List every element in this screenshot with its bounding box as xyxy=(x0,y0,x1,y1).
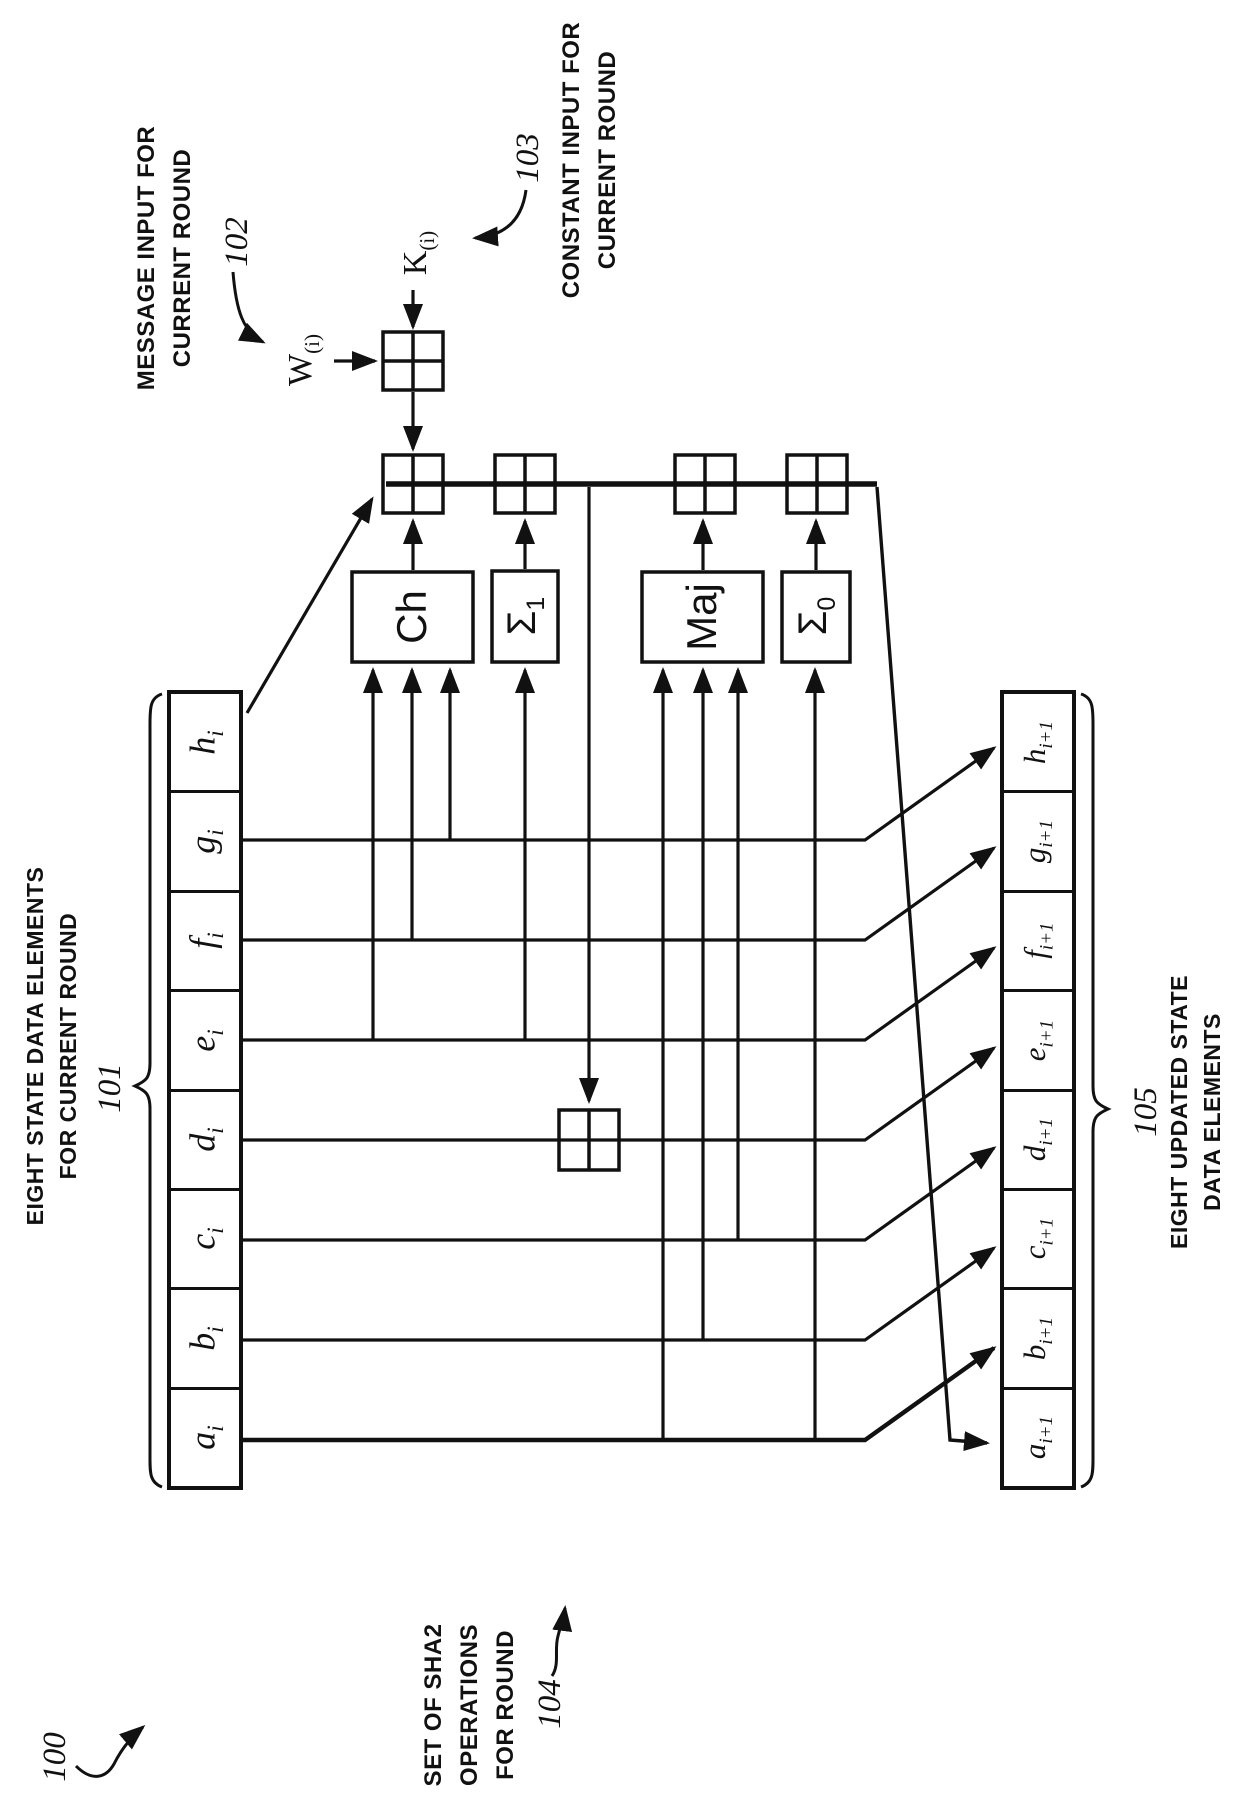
state-cell-f: fi xyxy=(171,889,239,990)
state-label-g: gi xyxy=(182,829,228,854)
adder-middle xyxy=(557,1108,621,1172)
ch-box xyxy=(350,570,475,664)
state-row-lines xyxy=(243,746,997,1443)
ref-102: 102 xyxy=(218,217,255,267)
row-line-g-to-h1 xyxy=(243,746,997,842)
state-label-f: fi xyxy=(182,932,228,950)
ch-label: Ch xyxy=(388,590,435,644)
adder-maj xyxy=(673,453,737,515)
state-label-b: bi xyxy=(182,1326,228,1351)
wk-input-lines xyxy=(334,290,423,452)
constant-input-caption: CONSTANT INPUT FOR CURRENT ROUND xyxy=(558,21,621,299)
row-line-e-to-f1 xyxy=(243,946,997,1042)
state-label-h: hi xyxy=(182,729,228,755)
updated-label-c: ci+1 xyxy=(1017,1218,1058,1260)
w-input-label: W(i) xyxy=(281,334,324,386)
row-line-c-to-d1 xyxy=(243,1146,997,1242)
ref-103: 103 xyxy=(509,133,546,183)
updated-label-h: hi+1 xyxy=(1017,720,1058,764)
row-line-b-to-c1 xyxy=(243,1246,997,1342)
braces xyxy=(131,692,1112,1489)
sigma0-box xyxy=(780,570,852,664)
adder-sigma1 xyxy=(493,453,557,515)
updated-cell-b: bi+1 xyxy=(1004,1287,1072,1387)
state-label-d: di xyxy=(182,1127,228,1152)
updated-label-a: ai+1 xyxy=(1017,1416,1058,1460)
updated-label-d: di+1 xyxy=(1017,1118,1058,1162)
updated-cell-a: ai+1 xyxy=(1004,1386,1072,1486)
h-input-diagonal xyxy=(245,496,374,714)
state-cell-d: di xyxy=(171,1088,239,1188)
updated-cell-g: gi+1 xyxy=(1004,790,1072,890)
sigma1-label: Σ1 xyxy=(499,596,550,636)
row-line-a-to-b1 xyxy=(243,1346,997,1443)
row-line-d-to-e1 xyxy=(243,1046,997,1142)
row-line-f-to-g1 xyxy=(243,846,997,942)
operation-boxes xyxy=(350,569,852,664)
current-state-caption: EIGHT STATE DATA ELEMENTS FOR CURRENT RO… xyxy=(22,866,81,1226)
updated-state-column: hi+1 gi+1 fi+1 ei+1 di+1 ci+1 bi+1 ai+1 xyxy=(1000,690,1076,1490)
state-cell-h: hi xyxy=(171,694,239,791)
updated-cell-f: fi+1 xyxy=(1004,889,1072,990)
ref-104: 104 xyxy=(531,1679,568,1729)
updated-cell-d: di+1 xyxy=(1004,1088,1072,1188)
updated-cell-e: ei+1 xyxy=(1004,989,1072,1089)
leader-103-arrow xyxy=(472,189,528,247)
adder-t1 xyxy=(381,453,445,515)
leader-102-arrow xyxy=(231,271,266,344)
message-input-caption: MESSAGE INPUT FOR CURRENT ROUND xyxy=(133,125,196,391)
state-cell-g: gi xyxy=(171,790,239,890)
adder-wk xyxy=(381,330,445,392)
maj-label: Maj xyxy=(678,583,725,651)
sha2-operations-caption: SET OF SHA2 OPERATIONS FOR ROUND xyxy=(420,1623,519,1787)
current-state-column: hi gi fi ei di ci bi ai xyxy=(167,690,243,1490)
leader-100-arrow xyxy=(74,1725,146,1778)
ref-101: 101 xyxy=(91,1063,128,1113)
ref-100: 100 xyxy=(36,1732,73,1782)
updated-label-g: gi+1 xyxy=(1017,820,1058,864)
state-label-a: ai xyxy=(182,1425,228,1451)
right-brace xyxy=(1080,692,1112,1489)
updated-label-b: bi+1 xyxy=(1017,1316,1058,1360)
operation-input-lines xyxy=(363,667,825,1440)
updated-cell-h: hi+1 xyxy=(1004,694,1072,791)
sigma1-box xyxy=(490,569,560,664)
left-brace xyxy=(131,692,163,1489)
state-label-c: ci xyxy=(182,1227,228,1251)
adder-sigma0 xyxy=(785,453,849,515)
state-cell-a: ai xyxy=(171,1386,239,1486)
leader-lines xyxy=(74,189,573,1778)
state-cell-c: ci xyxy=(171,1187,239,1288)
maj-box xyxy=(640,570,765,664)
adder-symbols xyxy=(381,330,849,1172)
updated-state-caption: EIGHT UPDATED STATE DATA ELEMENTS xyxy=(1166,975,1225,1249)
k-input-label: K(i) xyxy=(396,230,439,276)
state-cell-b: bi xyxy=(171,1287,239,1387)
state-cell-e: ei xyxy=(171,989,239,1089)
operation-output-lines xyxy=(403,518,826,570)
ref-105: 105 xyxy=(1127,1087,1164,1137)
leader-104-arrow xyxy=(550,1605,573,1677)
updated-cell-c: ci+1 xyxy=(1004,1187,1072,1288)
updated-label-f: fi+1 xyxy=(1017,922,1058,960)
sigma0-label: Σ0 xyxy=(790,596,841,636)
t2-diagonal-to-a1 xyxy=(875,486,990,1452)
updated-label-e: ei+1 xyxy=(1017,1019,1058,1061)
state-label-e: ei xyxy=(182,1029,228,1052)
